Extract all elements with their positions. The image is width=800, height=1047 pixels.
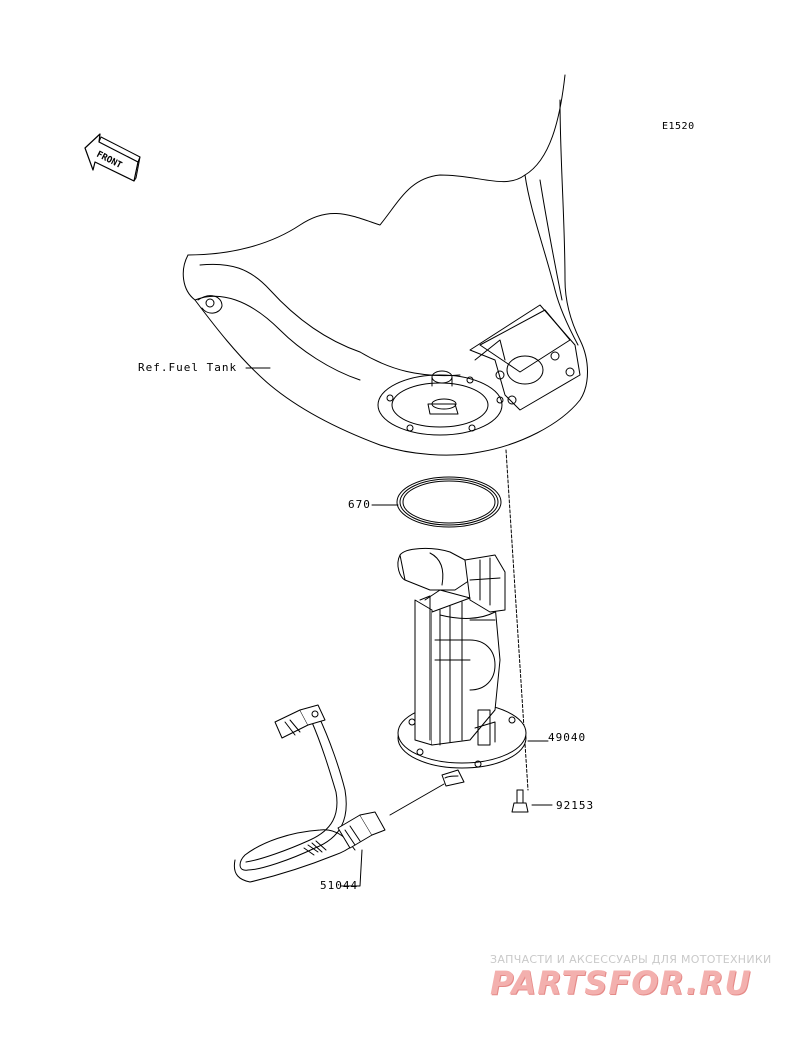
front-arrow-icon: FRONT bbox=[84, 133, 141, 182]
fuel-pump-part-number[interactable]: 49040 bbox=[548, 731, 587, 744]
diagram-code-label: E1520 bbox=[662, 121, 695, 132]
watermark-caption: ЗАПЧАСТИ И АКСЕССУАРЫ ДЛЯ МОТОТЕХНИКИ bbox=[490, 953, 772, 966]
fuel-pump-49040 bbox=[397, 547, 549, 787]
gasket-670 bbox=[371, 476, 502, 528]
fuel-hose-51044 bbox=[233, 704, 445, 887]
hose-part-number[interactable]: 51044 bbox=[320, 879, 359, 892]
fuel-tank bbox=[182, 74, 588, 456]
bolt-92153 bbox=[511, 789, 553, 813]
fuel-tank-label: Ref.Fuel Tank bbox=[138, 361, 238, 374]
watermark-logo: PARTSFOR.RU bbox=[490, 964, 752, 1002]
bolt-part-number[interactable]: 92153 bbox=[556, 799, 595, 812]
gasket-part-number[interactable]: 670 bbox=[348, 498, 371, 511]
